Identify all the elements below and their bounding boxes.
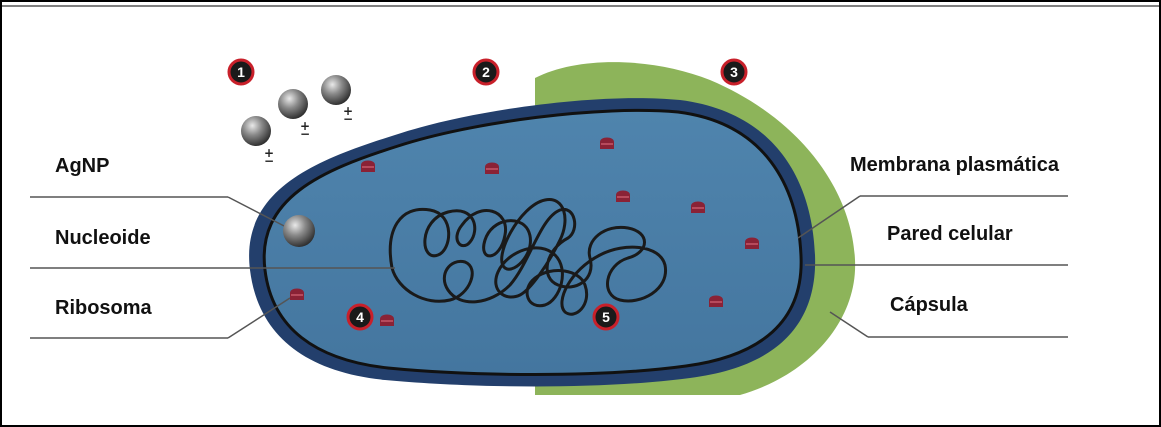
ribosome-icon [616, 191, 630, 203]
label-nucleoide: Nucleoide [55, 227, 151, 249]
agnp-sphere [241, 116, 271, 146]
marker-4-label: 4 [356, 309, 364, 325]
label-membrana-plasmatica: Membrana plasmática [850, 154, 1060, 176]
marker-1: 1 [229, 60, 253, 84]
ribosome-icon [709, 296, 723, 308]
ribosome-icon [361, 161, 375, 173]
ribosome-icon [290, 289, 304, 301]
ribosome-icon [691, 202, 705, 214]
label-ribosoma: Ribosoma [55, 297, 153, 319]
marker-5-label: 5 [602, 309, 610, 325]
marker-4: 4 [348, 305, 372, 329]
minus-sign: − [264, 154, 274, 168]
ribosome-icon [485, 163, 499, 175]
minus-sign: − [343, 112, 353, 126]
agnp-sphere [278, 89, 308, 119]
agnp-sphere [321, 75, 351, 105]
marker-3: 3 [722, 60, 746, 84]
marker-1-label: 1 [237, 64, 245, 80]
ribosome-icon [380, 315, 394, 327]
ribosome-icon [745, 238, 759, 250]
label-capsula: Cápsula [890, 294, 969, 316]
agnp-internal-sphere [283, 215, 315, 247]
marker-5: 5 [594, 305, 618, 329]
agnp-cluster: + − + − + − [241, 75, 353, 168]
marker-3-label: 3 [730, 64, 738, 80]
minus-sign: − [300, 127, 310, 141]
marker-2: 2 [474, 60, 498, 84]
label-pared-celular: Pared celular [887, 223, 1013, 245]
cytoplasm [264, 110, 801, 374]
ribosome-icon [600, 138, 614, 150]
marker-2-label: 2 [482, 64, 490, 80]
label-agnp: AgNP [55, 155, 109, 177]
